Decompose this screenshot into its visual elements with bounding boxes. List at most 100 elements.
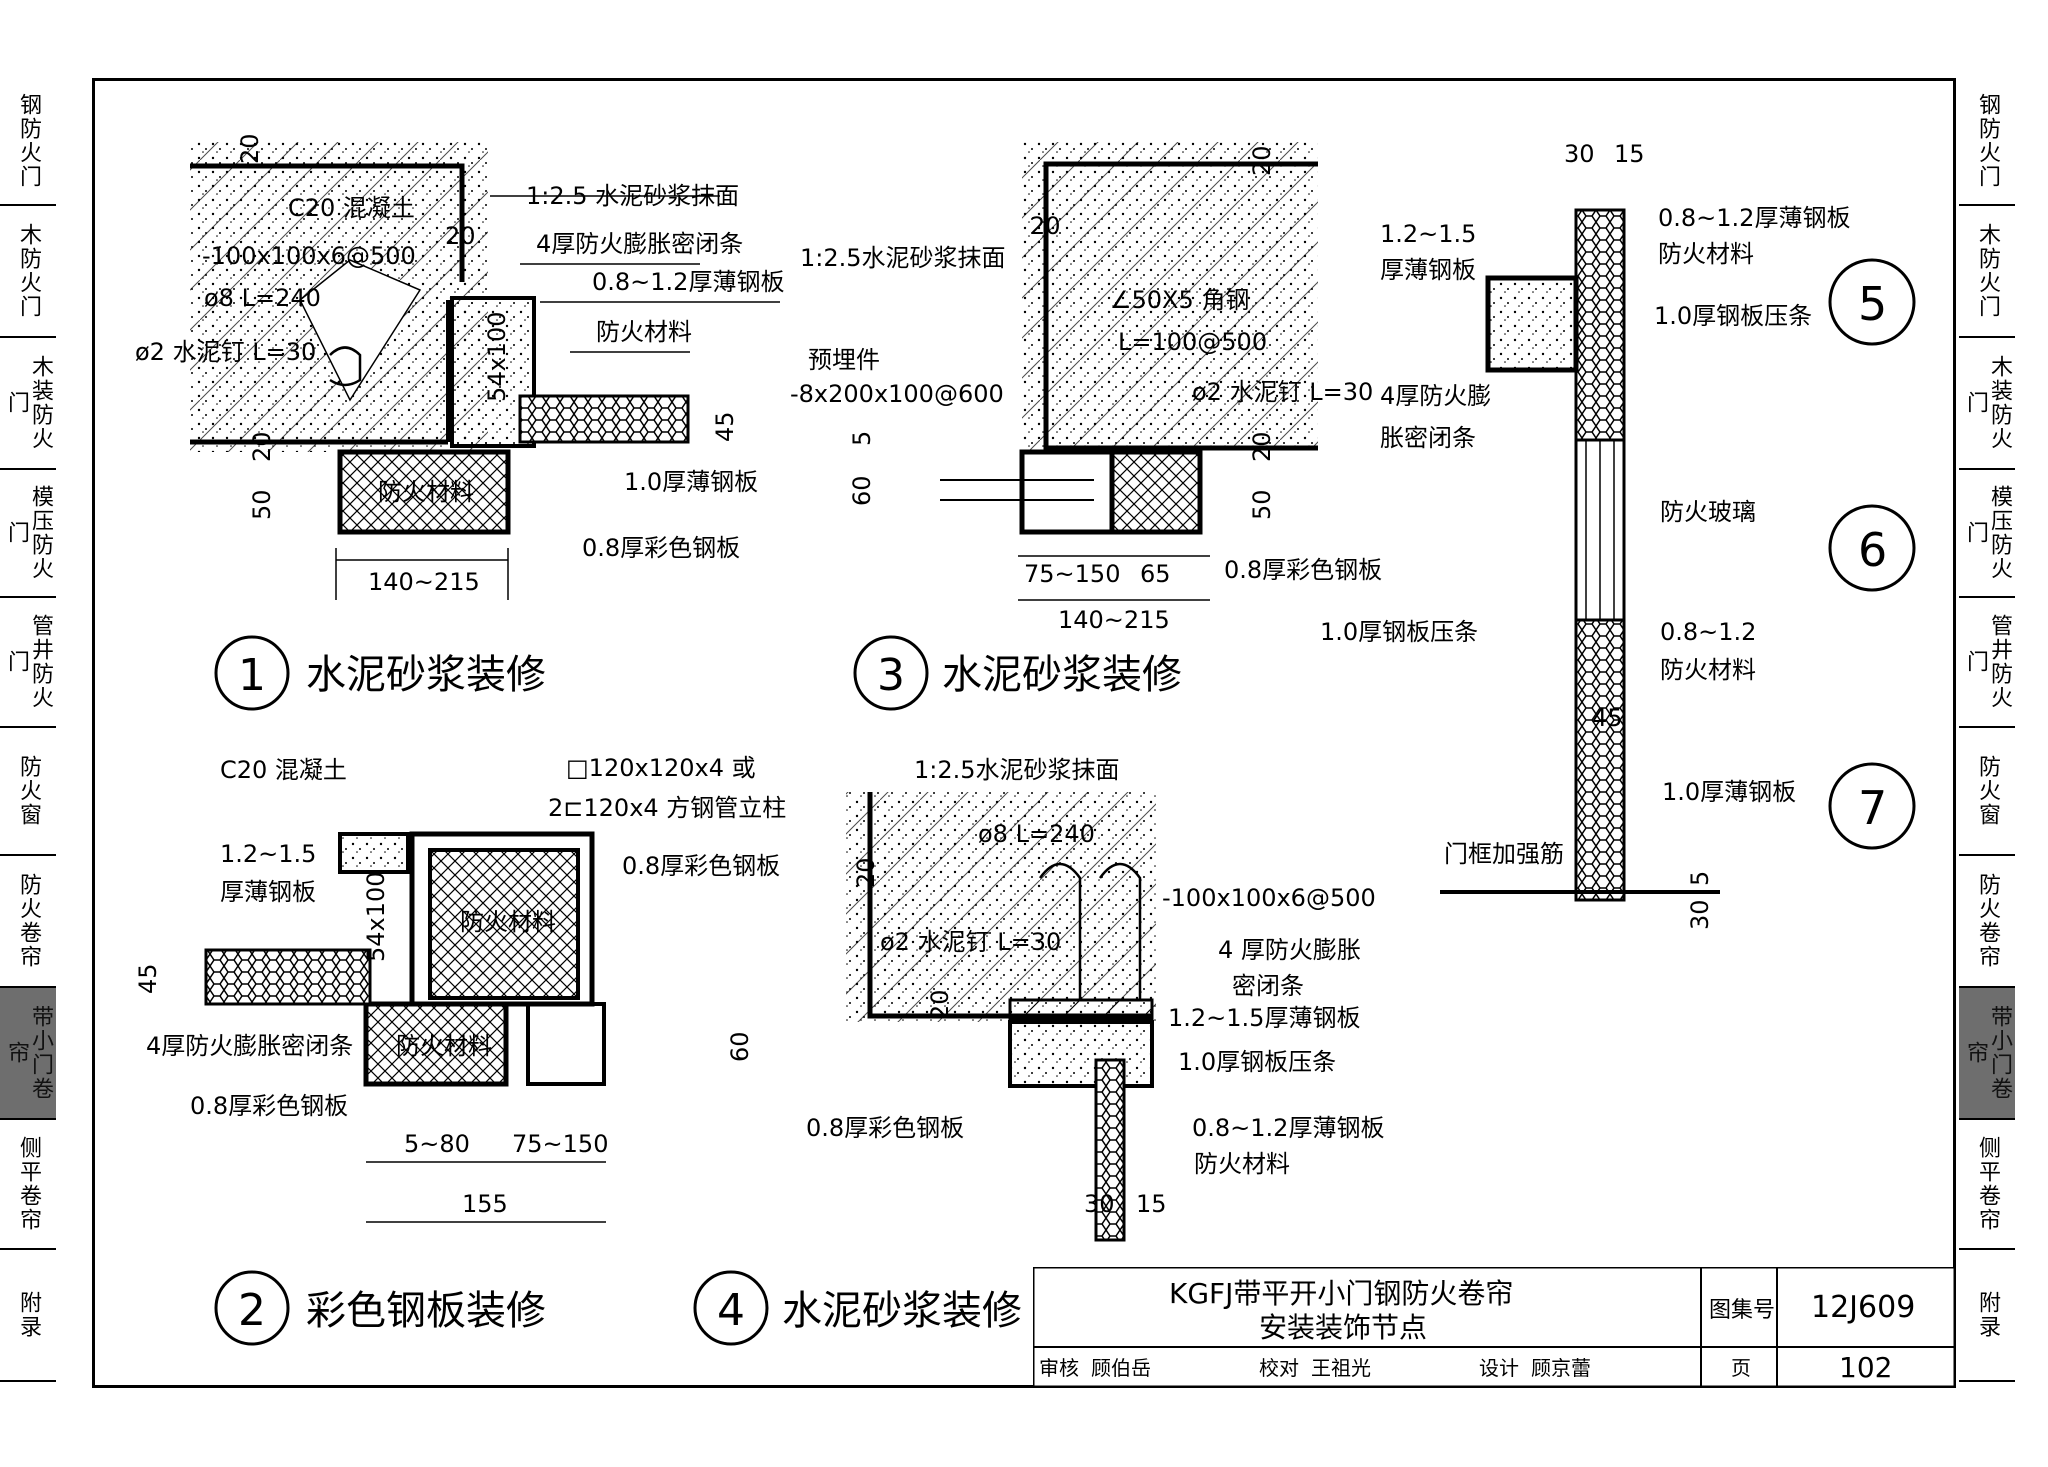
detail-3: 1:2.5水泥砂浆抹面 ∠50X5 角钢 L=100@500 预埋件 -8x20… <box>790 142 1382 711</box>
d2-color-top-label: 0.8厚彩色钢板 <box>622 852 780 880</box>
sidebar-tab-label: 管井防火门 <box>4 614 53 710</box>
sidebar-tab[interactable]: 钢防火门 <box>1959 78 2015 206</box>
d567-number-7: 7 <box>1858 781 1887 835</box>
sidebar-tab[interactable]: 管井防火门 <box>1959 598 2015 728</box>
sidebar-tab-label: 防火窗 <box>16 755 41 827</box>
sidebar-tab[interactable]: 附录 <box>1959 1250 2015 1382</box>
sidebar-tab[interactable]: 附录 <box>0 1250 56 1382</box>
d2-concrete-label: C20 混凝土 <box>220 756 347 784</box>
d567-dim-45: 45 <box>1592 704 1623 732</box>
d1-steel-label: 0.8~1.2厚薄钢板 <box>592 268 784 296</box>
d2-dim-w: 155 <box>462 1190 508 1218</box>
sidebar-tab-label: 侧平卷帘 <box>1975 1136 2000 1232</box>
d4-color-label: 0.8厚彩色钢板 <box>806 1114 964 1142</box>
d567-dim-15: 15 <box>1614 140 1645 168</box>
sidebar-tab[interactable]: 木装防火门 <box>0 338 56 470</box>
review-label: 审核 <box>1039 1356 1079 1380</box>
sidebar-tab-label: 防火卷帘 <box>16 873 41 969</box>
atlas-number: 12J609 <box>1811 1290 1915 1325</box>
sidebar-tab[interactable]: 防火窗 <box>1959 728 2015 856</box>
title-line1: KGFJ带平开小门钢防火卷帘 <box>1169 1277 1513 1310</box>
d4-plate-label: -100x100x6@500 <box>1162 884 1376 912</box>
d2-thick2-label: 厚薄钢板 <box>220 878 316 906</box>
d567-frame-label: 门框加强筋 <box>1444 840 1564 868</box>
sidebar-tab-label: 附录 <box>1975 1291 2000 1339</box>
d567-dim-5: 5 <box>1686 871 1714 886</box>
d4-mortar-label: 1:2.5水泥砂浆抹面 <box>914 756 1120 784</box>
d4-fire-label: 防火材料 <box>1194 1150 1290 1178</box>
d1-dim-54: 54x100 <box>483 311 511 402</box>
sidebar-tab[interactable]: 防火窗 <box>0 728 56 856</box>
sidebar-tab[interactable]: 防火卷帘 <box>1959 856 2015 988</box>
sidebar-tab[interactable]: 模压防火门 <box>0 470 56 598</box>
d2-tube1-label: □120x120x4 或 <box>566 754 756 782</box>
d2-fire-small-label: 防火材料 <box>396 1032 492 1060</box>
d1-plate-label: -100x100x6@500 <box>202 242 416 270</box>
d2-tube2-label: 2⊏120x4 方钢管立柱 <box>548 794 786 822</box>
sidebar-tab-label: 侧平卷帘 <box>16 1136 41 1232</box>
sidebar-tab-label: 模压防火门 <box>1963 485 2012 581</box>
d4-rod-label: ø8 L=240 <box>978 820 1095 848</box>
sidebar-tab-label: 防火卷帘 <box>1975 873 2000 969</box>
sidebar-tab[interactable]: 钢防火门 <box>0 78 56 206</box>
d4-nail-label: ø2 水泥钉 L=30 <box>880 928 1061 956</box>
sidebar-tab[interactable]: 木防火门 <box>1959 206 2015 338</box>
sidebar-tab-label: 钢防火门 <box>16 93 41 189</box>
sidebar-tab-label: 木装防火门 <box>1963 355 2012 451</box>
d567-thick1-label: 1.2~1.5 <box>1380 220 1476 248</box>
d2-title: 彩色钢板装修 <box>306 1288 546 1334</box>
d2-dim-45: 45 <box>134 963 162 994</box>
d567-fire2-label: 防火材料 <box>1660 656 1756 684</box>
d3-number: 3 <box>877 650 905 701</box>
d3-angle2-label: L=100@500 <box>1118 328 1267 356</box>
d567-seal1-label: 4厚防火膨 <box>1380 382 1491 410</box>
left-sidebar: 钢防火门木防火门木装防火门模压防火门管井防火门防火窗防火卷帘带小门卷帘侧平卷帘附… <box>0 78 56 1382</box>
sidebar-tab-label: 管井防火门 <box>1963 614 2012 710</box>
d3-dim-w2: 65 <box>1140 560 1171 588</box>
d4-dim-15: 15 <box>1136 1190 1167 1218</box>
sidebar-tab[interactable]: 侧平卷帘 <box>0 1120 56 1250</box>
d567-thick2-label: 厚薄钢板 <box>1380 256 1476 284</box>
sidebar-tab[interactable]: 模压防火门 <box>1959 470 2015 598</box>
d3-dim-20b: 20 <box>1248 145 1276 176</box>
d567-glass-label: 防火玻璃 <box>1660 498 1756 526</box>
right-sidebar: 钢防火门木防火门木装防火门模压防火门管井防火门防火窗防火卷帘带小门卷帘侧平卷帘附… <box>1959 78 2015 1382</box>
d567-seal2-label: 胀密闭条 <box>1380 424 1476 452</box>
sidebar-tab-label: 带小门卷帘 <box>1963 1005 2012 1101</box>
sidebar-tab-label: 附录 <box>16 1291 41 1339</box>
d567-strip2-label: 1.0厚钢板压条 <box>1320 618 1478 646</box>
sidebar-tab-label: 防火窗 <box>1975 755 2000 827</box>
atlas-label: 图集号 <box>1709 1298 1775 1323</box>
sidebar-tab[interactable]: 侧平卷帘 <box>1959 1120 2015 1250</box>
d1-dim-20c: 20 <box>248 431 276 462</box>
checker-name: 王祖光 <box>1311 1356 1371 1380</box>
d1-concrete-label: C20 混凝土 <box>288 194 415 222</box>
d567-dim-30: 30 <box>1564 140 1595 168</box>
d1-nail-label: ø2 水泥钉 L=30 <box>135 338 316 366</box>
sidebar-tab[interactable]: 管井防火门 <box>0 598 56 728</box>
d4-seal2-label: 密闭条 <box>1232 972 1304 1000</box>
d4-dim-20b: 20 <box>926 989 954 1020</box>
check-label: 校对 <box>1259 1356 1299 1380</box>
d4-strip-label: 1.0厚钢板压条 <box>1178 1048 1336 1076</box>
d4-number: 4 <box>717 1285 745 1336</box>
designer-name: 顾京蕾 <box>1531 1356 1591 1380</box>
d567-steel-label: 0.8~1.2厚薄钢板 <box>1658 204 1850 232</box>
d567-number-5: 5 <box>1858 277 1887 331</box>
sidebar-tab-label: 钢防火门 <box>1975 93 2000 189</box>
sidebar-tab[interactable]: 带小门卷帘 <box>0 988 56 1120</box>
d2-dim-w2: 75~150 <box>512 1130 608 1158</box>
sidebar-tab[interactable]: 带小门卷帘 <box>1959 988 2015 1120</box>
d567-thin-label: 1.0厚薄钢板 <box>1662 778 1796 806</box>
d1-rod-label: ø8 L=240 <box>204 284 321 312</box>
d2-fire-big-label: 防火材料 <box>460 908 556 936</box>
d3-mortar-label: 1:2.5水泥砂浆抹面 <box>800 244 1006 272</box>
d1-color-label: 0.8厚彩色钢板 <box>582 534 740 562</box>
sidebar-tab[interactable]: 木装防火门 <box>1959 338 2015 470</box>
sidebar-tab[interactable]: 防火卷帘 <box>0 856 56 988</box>
d4-title: 水泥砂浆装修 <box>782 1288 1022 1334</box>
d3-color-label: 0.8厚彩色钢板 <box>1224 556 1382 584</box>
door-panel <box>518 394 690 444</box>
d567-strip1-label: 1.0厚钢板压条 <box>1654 302 1812 330</box>
sidebar-tab[interactable]: 木防火门 <box>0 206 56 338</box>
